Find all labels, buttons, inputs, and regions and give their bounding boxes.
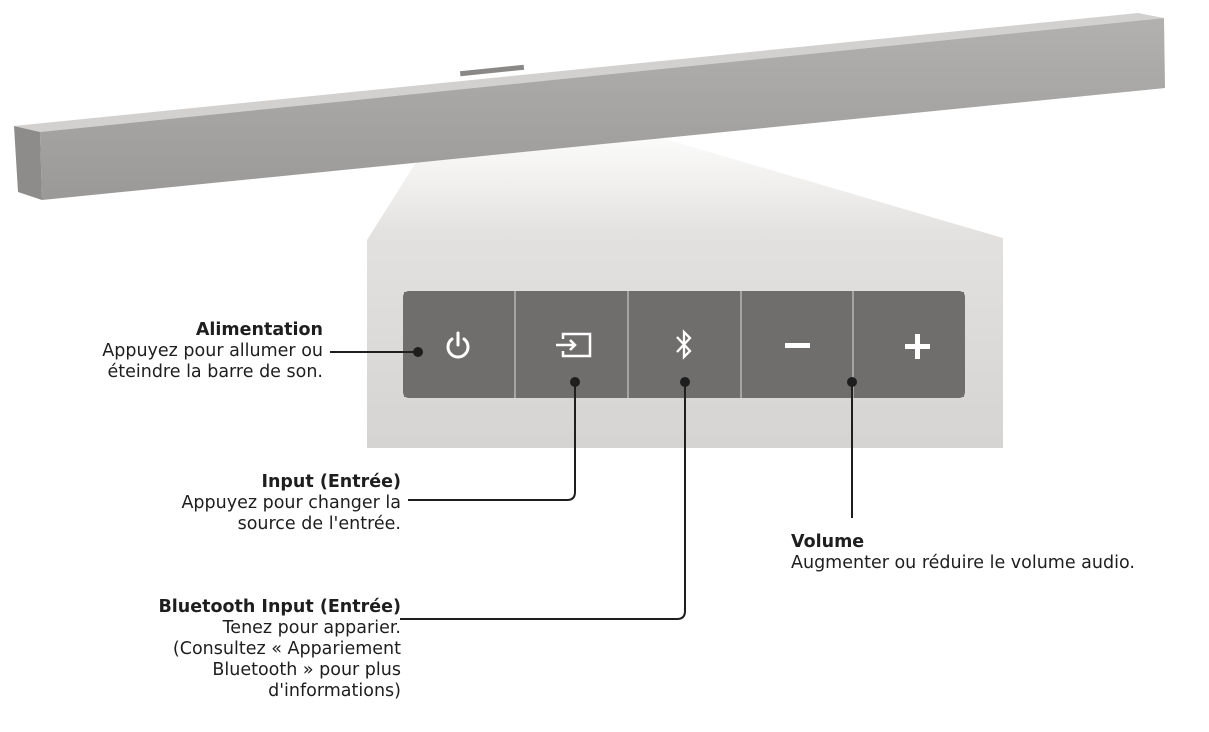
callout-input-line: source de l'entrée. [237, 514, 401, 534]
callout-volume-desc: Augmenter ou réduire le volume audio. [791, 553, 1135, 574]
callout-volume-line: Augmenter ou réduire le volume audio. [791, 553, 1135, 573]
bluetooth-dot [680, 377, 690, 387]
minus-icon [785, 343, 810, 348]
callout-bluetooth-line: Tenez pour apparier. [222, 618, 401, 638]
callout-bluetooth-line: Bluetooth » pour plus [212, 660, 401, 680]
callout-volume: Volume Augmenter ou réduire le volume au… [791, 532, 1135, 574]
callout-bluetooth: Bluetooth Input (Entrée) Tenez pour appa… [158, 597, 401, 702]
soundbar-logo [459, 64, 525, 77]
soundbar-top [14, 13, 1164, 132]
callout-volume-title: Volume [791, 532, 865, 552]
callout-power-line: éteindre la barre de son. [107, 362, 323, 382]
power-icon [446, 331, 470, 359]
callout-input-line: Appuyez pour changer la [181, 493, 401, 513]
callout-power: Alimentation Appuyez pour allumer ou éte… [102, 320, 323, 383]
callout-input: Input (Entrée) Appuyez pour changer la s… [181, 472, 401, 535]
callout-bluetooth-desc: Tenez pour apparier. (Consultez « Appari… [158, 618, 401, 702]
plus-icon [905, 334, 930, 359]
callout-input-title: Input (Entrée) [261, 472, 401, 492]
callout-bluetooth-line: (Consultez « Appariement [172, 639, 401, 659]
soundbar [14, 13, 1165, 200]
input-dot [570, 377, 580, 387]
callout-input-desc: Appuyez pour changer la source de l'entr… [181, 493, 401, 535]
callout-power-line: Appuyez pour allumer ou [102, 341, 323, 361]
leader-dots [413, 347, 857, 387]
bluetooth-leader [400, 382, 686, 620]
input-leader [408, 382, 576, 501]
callout-bluetooth-title: Bluetooth Input (Entrée) [158, 597, 401, 617]
power-dot [413, 347, 423, 357]
soundbar-front [40, 18, 1165, 200]
callout-power-desc: Appuyez pour allumer ou éteindre la barr… [102, 341, 323, 383]
leader-lines [330, 351, 853, 620]
input-source-icon [556, 332, 592, 358]
soundbar-end [14, 126, 42, 200]
volume-dot [847, 377, 857, 387]
callout-bluetooth-line: d'informations) [268, 681, 401, 701]
bluetooth-icon [676, 329, 692, 360]
callout-power-title: Alimentation [195, 320, 323, 340]
button-strip [403, 291, 965, 398]
